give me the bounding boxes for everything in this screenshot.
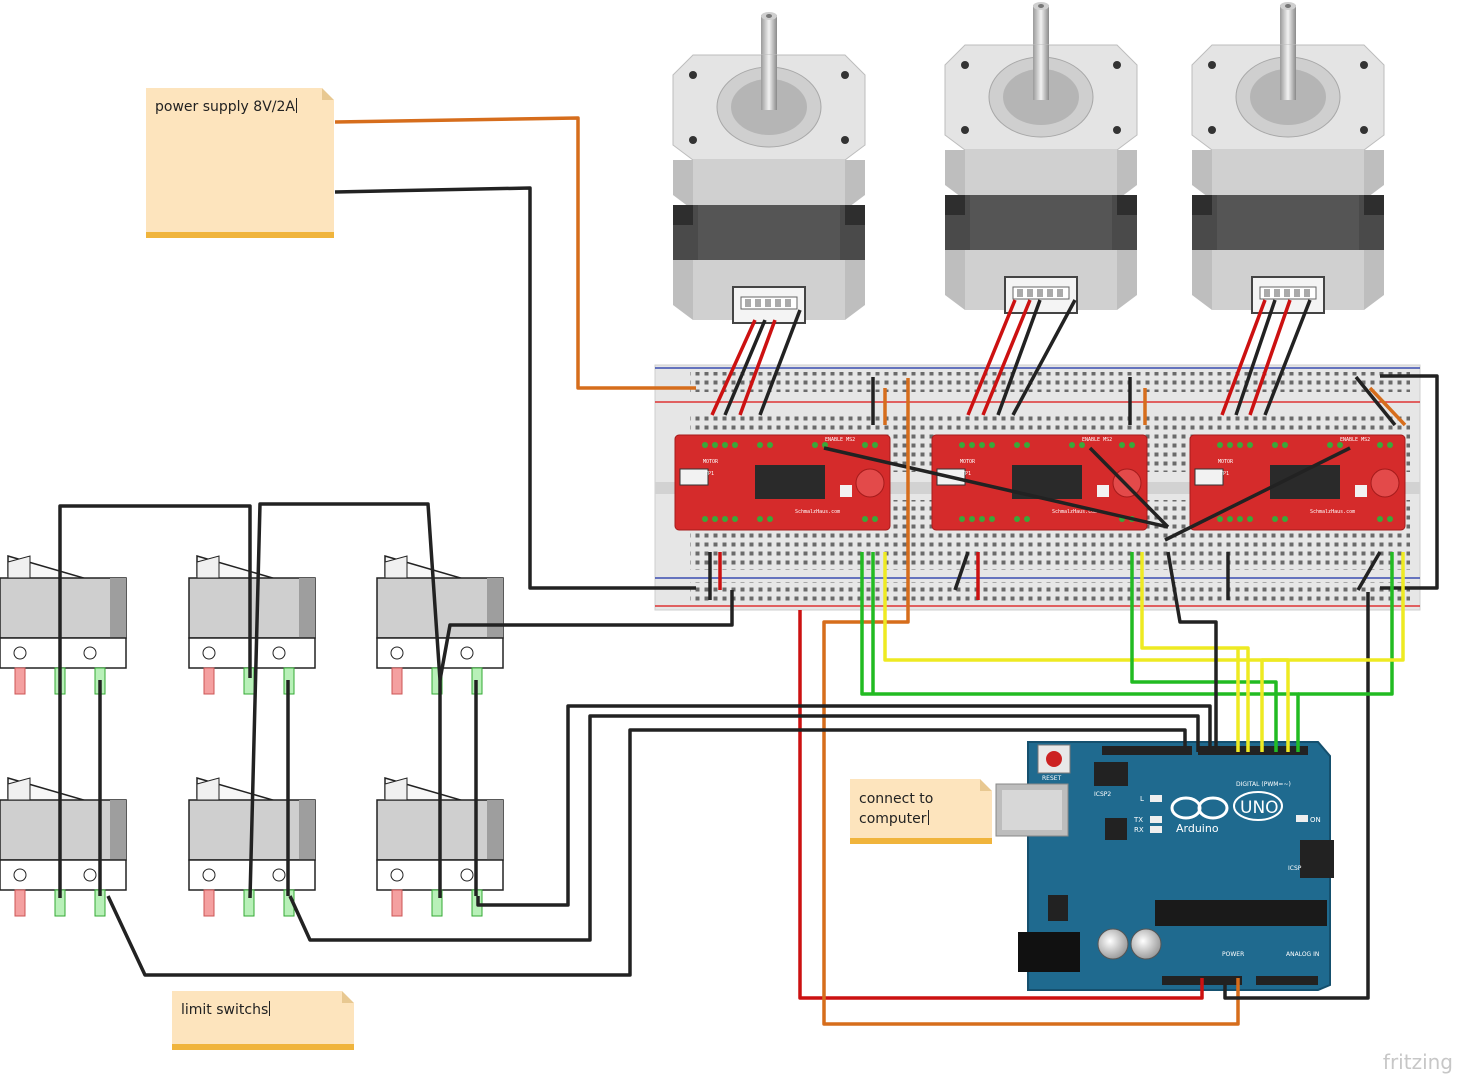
note-power-supply-text: power supply 8V/2A bbox=[155, 99, 295, 115]
stepper-motor-3 bbox=[1191, 1, 1385, 314]
arduino-icsp-label: ICSP bbox=[1288, 865, 1302, 872]
limit-switch-1 bbox=[0, 555, 127, 695]
arduino-led-on: ON bbox=[1310, 816, 1321, 824]
arduino-led-rx: RX bbox=[1134, 826, 1144, 834]
arduino-gnd-wire bbox=[1223, 592, 1370, 1000]
arduino-uno: RESET ICSP2 DIGITAL (PWM=~) UNO Arduino … bbox=[995, 741, 1334, 991]
psu-ground-wire bbox=[334, 186, 696, 590]
arduino-analog-label: ANALOG IN bbox=[1286, 951, 1319, 958]
motor3-lead bbox=[1220, 299, 1267, 416]
motor1-lead bbox=[738, 319, 777, 416]
wires bbox=[58, 116, 1439, 1026]
stepper-motor-2 bbox=[944, 1, 1138, 314]
limit-switch-4 bbox=[0, 777, 127, 917]
easydriver-3 bbox=[1189, 434, 1406, 531]
motor1-lead bbox=[723, 319, 767, 416]
motor2-lead bbox=[981, 299, 1032, 416]
arduino-digital-label: DIGITAL (PWM=~) bbox=[1236, 781, 1291, 788]
arduino-led-tx: TX bbox=[1133, 816, 1143, 824]
motor2-lead bbox=[1011, 299, 1077, 416]
easydriver-1 bbox=[674, 434, 891, 531]
psu-positive-wire bbox=[334, 116, 696, 390]
note-limit-switches-text: limit switchs bbox=[181, 1002, 269, 1018]
fritzing-watermark: fritzing bbox=[1382, 1050, 1453, 1074]
arduino-5v-wire bbox=[798, 610, 1204, 1000]
motor1-lead bbox=[710, 319, 757, 416]
arduino-brand-text: Arduino bbox=[1176, 822, 1219, 835]
motor3-lead bbox=[1263, 299, 1312, 416]
limit-switch-2 bbox=[188, 555, 316, 695]
note-limit-switches[interactable]: limit switchs bbox=[172, 991, 354, 1050]
arduino-vin-wire bbox=[822, 378, 1240, 1026]
stepper-motor-1 bbox=[672, 11, 866, 324]
note-connect-computer-text: connect to computer bbox=[859, 791, 934, 827]
motor3-lead bbox=[1234, 299, 1277, 416]
motor1-lead bbox=[758, 309, 802, 416]
note-power-supply[interactable]: power supply 8V/2A bbox=[146, 88, 334, 238]
motor2-lead bbox=[966, 299, 1017, 416]
motor2-lead bbox=[996, 299, 1042, 416]
arduino-reset-label: RESET bbox=[1042, 775, 1062, 782]
arduino-power-label: POWER bbox=[1222, 951, 1244, 958]
note-connect-computer[interactable]: connect to computer bbox=[850, 779, 992, 844]
arduino-led-l: L bbox=[1140, 795, 1144, 803]
motor3-lead bbox=[1248, 299, 1292, 416]
arduino-icsp2-label: ICSP2 bbox=[1094, 791, 1111, 798]
arduino-logo-text: UNO bbox=[1240, 798, 1279, 818]
